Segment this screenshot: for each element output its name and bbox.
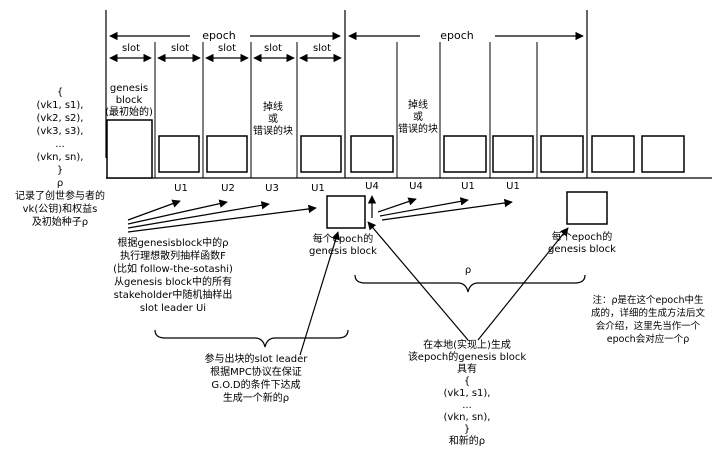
rho-brace [354,274,586,293]
genesis-block-label: genesis [110,83,148,94]
epoch-genesis-block-1 [326,195,366,229]
svg-text:(vkn, sn),: (vkn, sn), [444,412,491,423]
block-slot-4 [300,135,342,173]
selection-arrows-2 [377,197,513,221]
leader-label: U4 [409,181,423,192]
svg-text:stakeholder中随机抽样出: stakeholder中随机抽样出 [114,288,233,301]
svg-text:执行理想散列抽样函数F: 执行理想散列抽样函数F [120,249,226,262]
svg-text:vk(公钥)和权益s: vk(公钥)和权益s [23,202,98,215]
svg-text:slot leader Ui: slot leader Ui [140,303,206,314]
svg-text:成的，详细的生成方法后文: 成的，详细的生成方法后文 [591,307,706,319]
selection-arrows-1 [127,199,317,233]
svg-text:参与出块的slot leader: 参与出块的slot leader [205,352,309,365]
svg-text:根据MPC协议在保证: 根据MPC协议在保证 [210,365,302,378]
leader-label: U3 [265,183,279,194]
svg-text:(比如 follow-the-sotashi): (比如 follow-the-sotashi) [113,262,233,275]
mpc-note: 参与出块的slot leader 根据MPC协议在保证 G.O.D的条件下达成 … [205,352,309,404]
slot-label: slot [313,43,331,54]
slot-label: slot [218,43,236,54]
block-slot-7 [443,135,487,173]
svg-text:{: { [464,376,470,387]
block-slot-5 [350,135,394,173]
svg-text:(vk1, s1),: (vk1, s1), [444,388,491,399]
block-slot-9 [540,135,584,173]
svg-text:记录了创世参与者的: 记录了创世参与者的 [15,189,105,202]
svg-text:...: ... [55,139,65,150]
dropped-block-label: 或 [413,111,423,123]
block-slot-1 [158,135,200,173]
block-slot-11 [641,135,685,173]
leader-label: U1 [461,181,475,192]
initial-note: 记录了创世参与者的 vk(公钥)和权益s 及初始种子ρ [15,189,105,228]
slot-label: slot [171,43,189,54]
dropped-block-label: 掉线 [408,98,428,111]
epoch-label-right: epoch [440,29,474,42]
svg-text:会介绍，这里先当作一个: 会介绍，这里先当作一个 [596,320,701,332]
leader-label: U4 [365,181,379,192]
pointer-local-to-genesis-1 [367,221,469,341]
block-slot-2 [206,135,248,173]
svg-text:从genesis block中的所有: 从genesis block中的所有 [114,275,232,288]
blocks [158,135,685,173]
slot-labels: slot slot slot slot slot [122,40,336,54]
svg-text:该epoch的genesis block: 该epoch的genesis block [408,350,527,363]
svg-text:(vkn, sn),: (vkn, sn), [37,152,84,163]
epoch-genesis-block-2 [566,191,608,225]
svg-text:ρ: ρ [57,178,63,189]
epoch-label-left: epoch [202,29,236,42]
svg-text:epoch会对应一个ρ: epoch会对应一个ρ [607,333,689,345]
genesis-block-label: (最初始的) [105,105,153,118]
leader-label: U1 [506,181,520,192]
svg-text:具有: 具有 [457,362,477,375]
block-slot-10 [591,135,635,173]
epoch-genesis-label: 每个epoch的 [313,232,373,245]
epoch-genesis-label: genesis block [548,244,616,255]
pointer-mpc-to-genesis [299,231,340,356]
slot-label: slot [264,43,282,54]
mpc-brace [154,329,349,348]
svg-text:及初始种子ρ: 及初始种子ρ [32,215,88,228]
dropped-block-label: 错误的块 [253,124,293,137]
svg-text:...: ... [462,400,472,411]
svg-text:(vk1, s1),: (vk1, s1), [37,100,84,111]
dropped-block-label: 掉线 [263,100,283,113]
svg-text:}: } [57,165,63,176]
slot-separators [154,42,538,178]
leader-label: U2 [221,183,235,194]
svg-text:(vk3, s3),: (vk3, s3), [37,126,84,137]
svg-text:注：ρ是在这个epoch中生: 注：ρ是在这个epoch中生 [593,294,704,306]
epoch-genesis-label: genesis block [309,246,377,257]
pointer-local-to-genesis-2 [477,227,569,341]
selection-note: 根据genesisblock中的ρ 执行理想散列抽样函数F (比如 follow… [113,236,233,314]
svg-text:和新的ρ: 和新的ρ [449,434,485,447]
dropped-block-label: 或 [268,113,278,125]
svg-text:在本地(实现上)生成: 在本地(实现上)生成 [423,338,511,351]
side-note: 注：ρ是在这个epoch中生 成的，详细的生成方法后文 会介绍，这里先当作一个 … [591,294,706,345]
rho-label: ρ [465,265,471,276]
dropped-block-label: 错误的块 [398,122,438,135]
block-slot-8 [492,135,534,173]
local-genesis-note: 在本地(实现上)生成 该epoch的genesis block 具有 { (vk… [408,338,527,447]
svg-text:{: { [57,87,63,98]
slot-label: slot [122,43,140,54]
initial-stake-set: { (vk1, s1), (vk2, s2), (vk3, s3), ... (… [37,87,84,189]
leader-label: U1 [311,183,325,194]
svg-text:生成一个新的ρ: 生成一个新的ρ [223,391,289,404]
leader-label: U1 [174,183,188,194]
svg-text:(vk2, s2),: (vk2, s2), [37,113,84,124]
svg-text:G.O.D的条件下达成: G.O.D的条件下达成 [211,378,300,391]
svg-text:}: } [464,424,470,435]
slot-leaders: U1 U2 U3 U1 U4 U4 U1 U1 [174,181,520,194]
genesis-block-label: block [116,95,143,106]
svg-text:根据genesisblock中的ρ: 根据genesisblock中的ρ [117,236,228,249]
genesis-block [106,119,153,179]
